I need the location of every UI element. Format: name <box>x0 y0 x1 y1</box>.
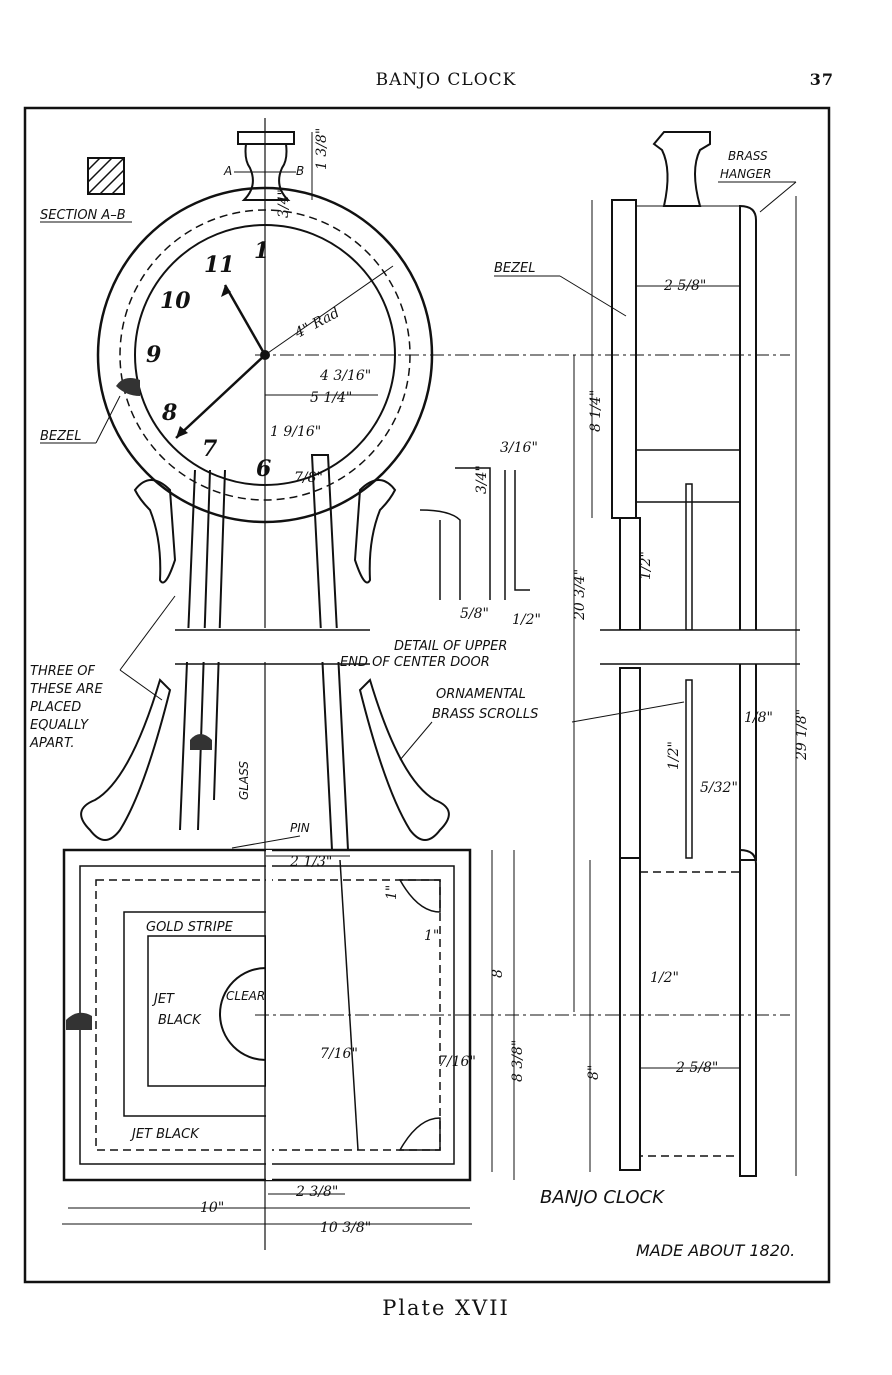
dim-5-1-4: 5 1/4" <box>310 390 352 406</box>
door-detail <box>419 467 530 600</box>
page-number: 37 <box>809 70 834 89</box>
detail-line1: DETAIL OF UPPER <box>394 639 507 654</box>
clear-label: CLEAR <box>226 989 265 1003</box>
section-a-mark: A <box>223 164 232 178</box>
dim-20-3-4: 20 3/4" <box>572 569 588 621</box>
ornamental-line2: BRASS SCROLLS <box>432 707 538 722</box>
dim-10: 10" <box>200 1200 224 1216</box>
three-of-line5: APART. <box>29 736 75 751</box>
brass-label: BRASS <box>728 149 768 163</box>
three-of-line3: PLACED <box>30 700 81 715</box>
plate-border <box>23 106 831 1284</box>
three-of-line2: THESE ARE <box>30 682 103 697</box>
dim-8-1-4: 8 1/4" <box>588 390 604 432</box>
dim-8-b: 8" <box>586 1065 602 1080</box>
numeral-1: 1 <box>254 238 269 264</box>
plate-caption: Plate XVII <box>382 1296 510 1320</box>
dim-3-4: 3/4" <box>276 189 292 218</box>
numeral-9: 9 <box>146 342 161 368</box>
throat-left <box>175 454 370 1151</box>
ornamental-line1: ORNAMENTAL <box>436 687 526 702</box>
dim-4-3-16: 4 3/16" <box>319 368 371 384</box>
bezel-label-left: BEZEL <box>40 429 82 444</box>
dim-29-1-8: 29 1/8" <box>794 709 810 761</box>
dim-1-9-16: 1 9/16" <box>270 424 321 440</box>
running-title: BANJO CLOCK <box>375 70 517 90</box>
pin-label: PIN <box>290 821 310 835</box>
dim-2-5-8-top: 2 5/8" <box>663 278 706 294</box>
section-b-mark: B <box>296 164 304 178</box>
dim-8-a: 8 <box>490 969 506 978</box>
dim-2-1-3: 2 1/3" <box>289 854 332 870</box>
bezel-label-right: BEZEL <box>494 261 536 276</box>
banjo-clock-title: BANJO CLOCK <box>540 1187 665 1208</box>
dim-1-2-b: 1/2" <box>666 741 682 770</box>
jet-black-label: JET BLACK <box>129 1127 200 1142</box>
numeral-6: 6 <box>256 456 271 482</box>
black-label: BLACK <box>158 1013 202 1028</box>
glass-label: GLASS <box>237 761 251 800</box>
numeral-8: 8 <box>161 400 177 426</box>
detail-line2: END OF CENTER DOOR <box>340 655 490 670</box>
finial-left <box>237 131 295 201</box>
dim-7-8: 7/8" <box>294 470 323 486</box>
dim-5-32: 5/32" <box>700 780 738 796</box>
dim-1-3-8: 1 3/8" <box>314 128 330 170</box>
dim-2-5-8-bot: 2 5/8" <box>675 1060 718 1076</box>
dim-3-4-b: 3/4" <box>474 465 490 494</box>
three-of-line4: EQUALLY <box>30 718 89 733</box>
dim-7-16-a: 7/16" <box>320 1046 358 1062</box>
numeral-10: 10 <box>160 288 191 314</box>
three-of-line1: THREE OF <box>30 664 96 679</box>
dim-2-3-8: 2 3/8" <box>295 1184 338 1200</box>
dim-1-2-a: 1/2" <box>638 551 654 580</box>
hanger-label: HANGER <box>720 167 771 181</box>
dim-1-b: 1" <box>424 928 439 944</box>
made-about-label: MADE ABOUT 1820. <box>636 1241 795 1260</box>
dim-rad: 4" Rad <box>291 305 342 342</box>
dim-7-16-b: 7/16" <box>438 1054 476 1070</box>
dim-3-16: 3/16" <box>500 440 538 456</box>
dim-1-2-d: 1/2" <box>650 970 679 986</box>
brass-scrolls <box>80 479 450 841</box>
gold-stripe-label: GOLD STRIPE <box>146 920 234 935</box>
section-ab-symbol <box>87 157 125 195</box>
numeral-11: 11 <box>204 252 235 278</box>
numeral-7: 7 <box>202 436 218 462</box>
jet-label: JET <box>151 992 175 1007</box>
dim-8-3-8: 8 3/8" <box>510 1040 526 1082</box>
dim-5-8: 5/8" <box>460 606 489 622</box>
dim-1-8: 1/8" <box>744 710 773 726</box>
section-ab-label: SECTION A–B <box>40 208 126 223</box>
side-elevation <box>600 131 800 1177</box>
dim-1-a: 1" <box>384 885 400 900</box>
dim-1-2-c: 1/2" <box>512 612 541 628</box>
dim-10-3-8: 10 3/8" <box>320 1220 371 1236</box>
